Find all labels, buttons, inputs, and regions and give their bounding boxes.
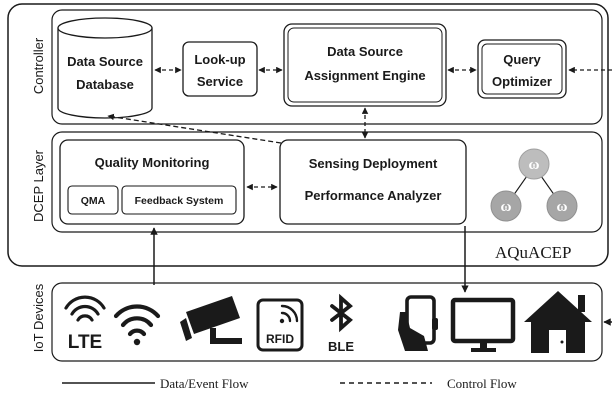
smartphone-icon <box>398 295 438 351</box>
analyzer-database-control-arrow <box>107 113 282 144</box>
operator-symbol-top: ω <box>529 157 540 173</box>
analyzer-label-line2: Performance Analyzer <box>305 188 442 203</box>
operator-node-right <box>546 190 578 222</box>
performance-analyzer-box: Sensing Deployment Performance Analyzer <box>279 139 467 225</box>
controller-layer <box>51 9 603 125</box>
dcep-side-label: DCEP Layer <box>31 149 46 222</box>
system-name-label: AQuACEP <box>495 243 572 262</box>
aquacep-container <box>7 3 609 267</box>
lookup-label-line2: Service <box>197 74 243 89</box>
qma-box <box>67 185 119 215</box>
ble-icon: BLE <box>328 293 354 354</box>
rfid-icon: RFID <box>256 298 304 352</box>
lte-icon: LTE <box>64 295 106 353</box>
database-label-line2: Database <box>76 77 134 92</box>
optimizer-label-line2: Optimizer <box>492 74 552 89</box>
assignment-label-line1: Data Source <box>327 44 403 59</box>
feedback-system-box <box>121 185 237 215</box>
dcep-layer <box>51 131 603 233</box>
assignment-label-line2: Assignment Engine <box>304 68 425 83</box>
database-label-line1: Data Source <box>67 54 143 69</box>
query-optimizer-box: Query Optimizer <box>477 39 567 99</box>
quality-monitoring-label: Quality Monitoring <box>95 155 210 170</box>
house-icon <box>524 291 592 353</box>
monitor-icon <box>450 297 516 352</box>
camera-icon <box>180 296 242 344</box>
feedback-system-label: Feedback System <box>135 195 224 207</box>
optimizer-label-line1: Query <box>503 52 541 67</box>
lookup-service-box: Look-up Service <box>182 41 258 97</box>
legend-control-flow-label: Control Flow <box>447 376 517 391</box>
qma-label: QMA <box>81 195 106 207</box>
quality-monitoring-box: Quality Monitoring QMA Feedback System <box>59 139 245 225</box>
rfid-label: RFID <box>266 332 294 346</box>
operator-symbol-right: ω <box>557 199 568 215</box>
iot-devices-side-label: IoT Devices <box>31 283 46 352</box>
ble-label: BLE <box>328 339 354 354</box>
analyzer-label-line1: Sensing Deployment <box>309 156 438 171</box>
data-source-database: Data Source Database <box>57 17 153 119</box>
legend: Data/Event Flow Control Flow <box>62 376 517 391</box>
legend-data-flow-label: Data/Event Flow <box>160 376 249 391</box>
operator-tree: ω ω ω <box>490 148 578 222</box>
assignment-engine-box: Data Source Assignment Engine <box>283 23 447 107</box>
controller-side-label: Controller <box>31 37 46 94</box>
wifi-icon <box>113 304 161 346</box>
operator-node-left <box>490 190 522 222</box>
operator-symbol-left: ω <box>501 199 512 215</box>
operator-node-top <box>518 148 550 180</box>
lte-label: LTE <box>68 332 102 353</box>
iot-devices-layer <box>51 282 603 362</box>
lookup-label-line1: Look-up <box>194 52 245 67</box>
